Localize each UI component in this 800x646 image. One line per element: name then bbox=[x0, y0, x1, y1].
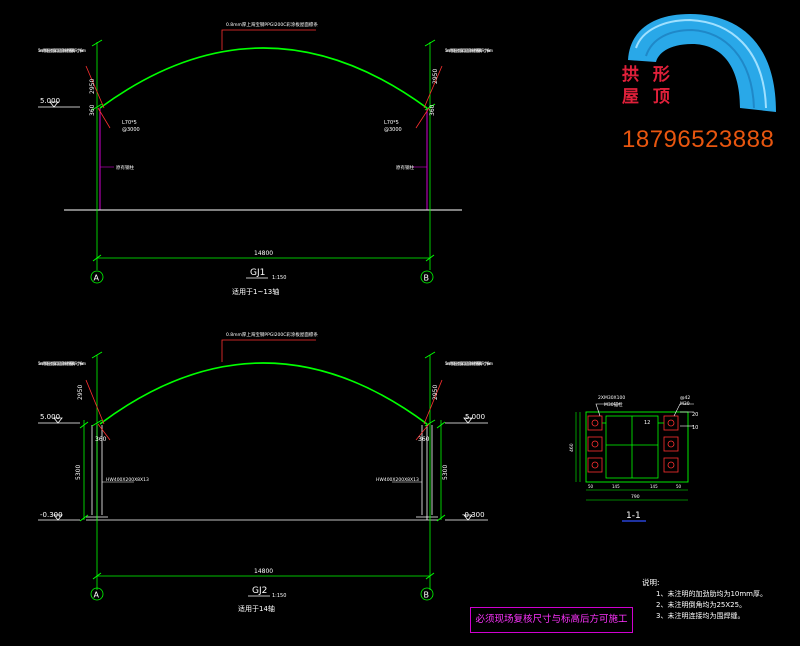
dim-rise-right: 2950 bbox=[432, 385, 439, 400]
right-note-1: @42 bbox=[680, 395, 690, 401]
angle-right-sub: @3000 bbox=[384, 127, 402, 133]
dim-base-left: 360 bbox=[89, 104, 96, 116]
elevation-bot-right: -0.300 bbox=[462, 511, 485, 519]
notes-item: 2、未注明倒角均为25X25。 bbox=[656, 601, 747, 609]
anchor-bolts-right bbox=[663, 415, 679, 473]
angle-left-sub: @3000 bbox=[122, 127, 140, 133]
column-label-left: HW400X200X8X13 bbox=[106, 477, 149, 483]
bottom-dim-1: 50 bbox=[588, 484, 594, 489]
axis-bubble-a bbox=[90, 270, 104, 284]
dim-rise-right: 2950 bbox=[432, 69, 439, 84]
elevation-top-right: 5.000 bbox=[465, 413, 485, 421]
elevation-top-left: 5.000 bbox=[40, 413, 60, 421]
dim-right-1: 20 bbox=[692, 412, 698, 418]
roof-note: 0.8mm厚上海宝钢PPGI200C彩涂板屋面檩条 bbox=[226, 331, 318, 338]
elevation-label: 5.000 bbox=[40, 97, 60, 105]
side-note-left: 5mm厚钢板加劲肋,采用双面角焊缝焊接,焊脚尺寸为6mm bbox=[38, 360, 86, 366]
construction-notice: 必须现场复核尺寸与标高后方可施工 bbox=[470, 607, 633, 633]
side-note-right: 5mm厚钢板加劲肋,采用双面角焊缝焊接,焊脚尺寸为6mm bbox=[445, 47, 493, 53]
roof-arch-gj1 bbox=[99, 47, 428, 109]
dim-height-right: 5300 bbox=[442, 465, 449, 480]
col-note-right: 原有钢柱 bbox=[396, 164, 414, 171]
width-dim: 790 bbox=[631, 494, 640, 500]
elevation-bot-left: -0.300 bbox=[40, 511, 63, 519]
bolt-note-2: M30锚栓 bbox=[604, 401, 623, 408]
dim-base-left: 360 bbox=[95, 436, 107, 443]
roof-arch-gj2 bbox=[99, 362, 428, 425]
axis-bubble-a bbox=[90, 587, 104, 601]
column-label-right: HW400X200X8X13 bbox=[376, 477, 419, 483]
notes-item: 3、未注明连接均为围焊缝。 bbox=[656, 612, 745, 620]
drawing-gj2: 0.8mm厚上海宝钢PPGI200C彩涂板屋面檩条 5mm厚钢板加劲肋,采用双面… bbox=[38, 331, 493, 613]
drawing-gj1: 0.8mm厚上海宝钢PPGI200C彩涂板屋面檩条 5mm厚钢板加劲肋,采用双面… bbox=[38, 21, 493, 296]
bottom-dim-3: 145 bbox=[650, 484, 658, 489]
apply-note: 适用于1~13轴 bbox=[232, 287, 279, 296]
axis-a-label: A bbox=[94, 591, 100, 600]
bolt-note: 2XM30X100 bbox=[598, 395, 625, 401]
bottom-dim-2: 145 bbox=[612, 484, 620, 489]
side-note-right: 5mm厚钢板加劲肋,采用双面角焊缝焊接,焊脚尺寸为6mm bbox=[445, 360, 493, 366]
brand-phone: 18796523888 bbox=[622, 126, 775, 153]
axis-b-label: B bbox=[424, 591, 430, 600]
roof-note: 0.8mm厚上海宝钢PPGI200C彩涂板屋面檩条 bbox=[226, 21, 318, 28]
span-dim: 14800 bbox=[254, 568, 273, 575]
scale-label: 1:150 bbox=[272, 275, 286, 281]
dim-right-2: 10 bbox=[692, 425, 698, 431]
bottom-dim-4: 50 bbox=[676, 484, 682, 489]
dim-base-right: 360 bbox=[418, 436, 430, 443]
axis-bubble-b bbox=[420, 270, 434, 284]
axis-bubble-b bbox=[420, 587, 434, 601]
axis-a-label: A bbox=[94, 274, 100, 283]
side-note-left: 5mm厚钢板加劲肋,采用双面角焊缝焊接,焊脚尺寸为6mm bbox=[38, 47, 86, 53]
dim-rise-left: 2950 bbox=[77, 385, 84, 400]
anchor-bolts-left bbox=[587, 415, 603, 473]
drawing-label: GJ1 bbox=[250, 268, 265, 278]
inner-dim: 12 bbox=[644, 420, 650, 426]
brand-title: 拱 形 屋 顶 bbox=[622, 64, 680, 108]
span-dim: 14800 bbox=[254, 250, 273, 257]
notes-item: 1、未注明的加劲肋均为10mm厚。 bbox=[656, 590, 767, 598]
scale-label: 1:150 bbox=[272, 593, 286, 599]
angle-left: L70*5 bbox=[122, 120, 137, 126]
dim-height-left: 5300 bbox=[75, 465, 82, 480]
notes-title: 说明: bbox=[642, 578, 660, 587]
section-1-1: 2XM30X100 M30锚栓 @42 M30 20 10 12 460 50 … bbox=[569, 395, 698, 522]
notes-block: 说明: 1、未注明的加劲肋均为10mm厚。 2、未注明倒角均为25X25。 3、… bbox=[642, 577, 767, 622]
drawing-label: GJ2 bbox=[252, 586, 267, 596]
dim-rise-left: 2950 bbox=[89, 79, 96, 94]
section-label: 1-1 bbox=[626, 511, 641, 521]
right-note-2: M30 bbox=[680, 401, 690, 407]
col-note-left: 原有钢柱 bbox=[116, 164, 134, 171]
axis-b-label: B bbox=[424, 274, 430, 283]
dim-base-right: 360 bbox=[429, 104, 436, 116]
arch-roof-logo bbox=[628, 14, 776, 112]
brand-title-line2: 屋 顶 bbox=[622, 87, 674, 107]
apply-note: 适用于14轴 bbox=[238, 604, 275, 613]
angle-right: L70*5 bbox=[384, 120, 399, 126]
brand-title-line1: 拱 形 bbox=[622, 65, 674, 85]
side-dim: 460 bbox=[569, 443, 575, 452]
